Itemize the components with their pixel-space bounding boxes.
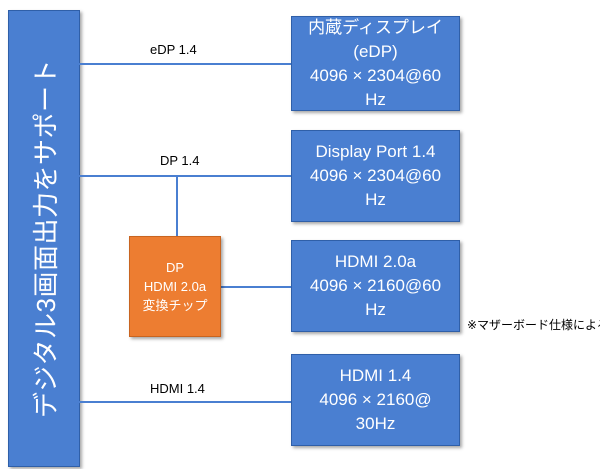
dp-connection-label: DP 1.4 <box>160 153 200 168</box>
edp-connector-line <box>79 63 291 65</box>
hdmi14-connector-line <box>79 401 291 403</box>
hdmi14-connection-label: HDMI 1.4 <box>150 381 205 396</box>
chip-line-1: DP <box>165 260 185 275</box>
output-box-hdmi14: HDMI 1.4 4096 × 2160@ 30Hz <box>291 354 460 446</box>
gpu-output-bar: デジタル3画面出力をサポート <box>8 10 80 467</box>
output-edp-line-2: 4096 × 2304@60 <box>309 65 442 85</box>
output-hdmi20a-line-3: Hz <box>365 300 386 319</box>
motherboard-note: ※マザーボード仕様による <box>467 318 600 332</box>
output-box-displayport: Display Port 1.4 4096 × 2304@60 Hz <box>291 130 460 222</box>
output-hdmi14-line-2: 4096 × 2160@ <box>319 390 432 409</box>
output-edp-line-1: 内蔵ディスプレイ(eDP) <box>308 17 443 61</box>
output-box-edp: 内蔵ディスプレイ(eDP) 4096 × 2304@60 Hz <box>291 16 460 111</box>
output-hdmi14-line-3: 30Hz <box>355 414 396 433</box>
output-dp-line-1: Display Port 1.4 <box>315 142 436 161</box>
output-dp-line-2: 4096 × 2304@60 <box>309 166 442 185</box>
dp-hdmi-converter-chip: DP HDMI 2.0a 変換チップ <box>129 236 221 337</box>
chip-line-3: 変換チップ <box>142 298 208 313</box>
gpu-output-label: デジタル3画面出力をサポート <box>30 59 61 418</box>
output-edp-line-3: Hz <box>365 89 386 109</box>
chip-line-2: HDMI 2.0a <box>143 279 207 294</box>
chip-to-hdmi-line <box>221 286 291 288</box>
dp-connector-line <box>79 175 291 177</box>
output-hdmi20a-line-1: HDMI 2.0a <box>334 252 417 271</box>
output-box-hdmi20a: HDMI 2.0a 4096 × 2160@60 Hz <box>291 240 460 332</box>
output-dp-line-3: Hz <box>365 190 386 209</box>
output-hdmi14-line-1: HDMI 1.4 <box>339 366 412 385</box>
output-hdmi20a-line-2: 4096 × 2160@60 <box>309 276 442 295</box>
dp-to-chip-line <box>176 176 178 236</box>
edp-connection-label: eDP 1.4 <box>150 42 197 57</box>
